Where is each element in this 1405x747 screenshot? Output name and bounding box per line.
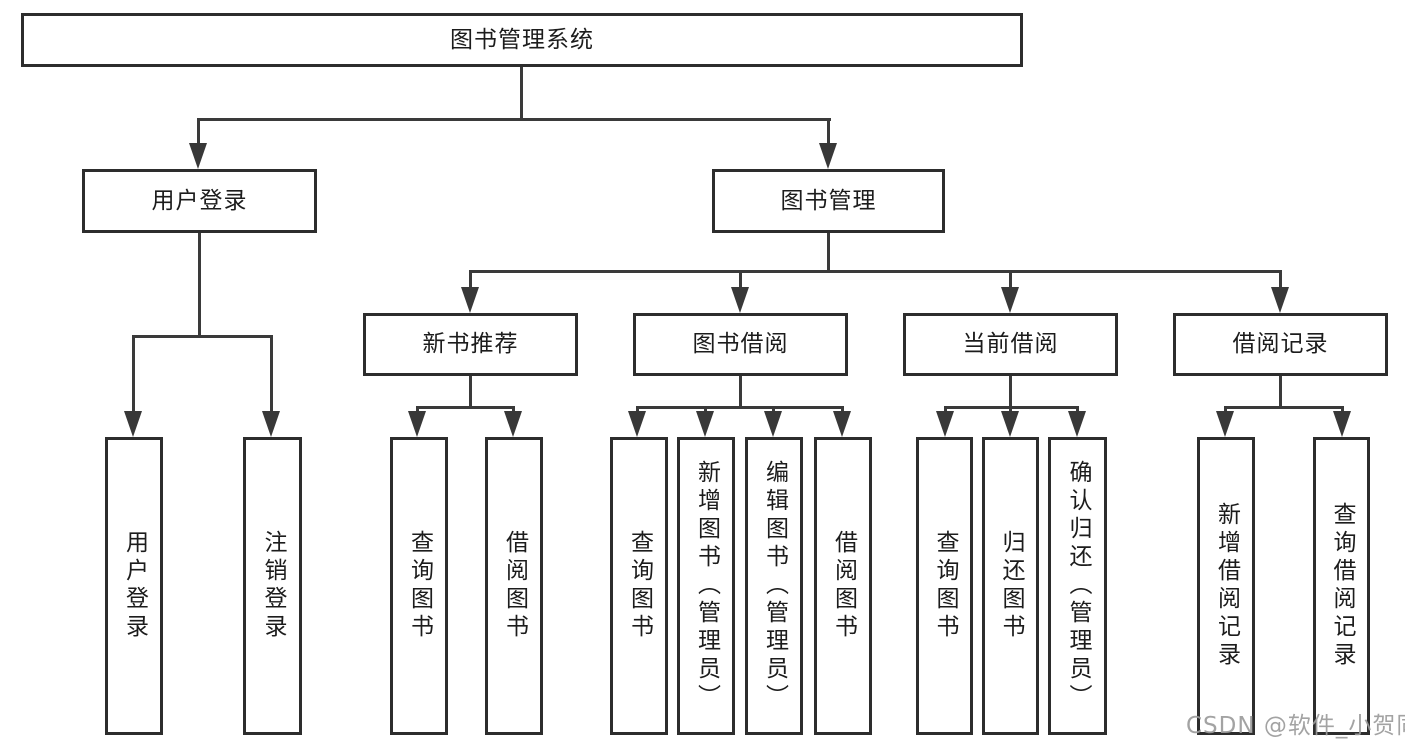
leaf-br-query-borrow-record-label: 查询借阅记录 (1329, 502, 1355, 670)
arrow-down-icon (936, 411, 954, 437)
node-root: 图书管理系统 (21, 13, 1023, 67)
node-book-borrow: 图书借阅 (633, 313, 848, 376)
node-current-borrow-label: 当前借阅 (962, 331, 1059, 357)
connector-line (1076, 406, 1079, 415)
connector-line (827, 118, 830, 145)
arrow-down-icon (408, 411, 426, 437)
connector-line (416, 406, 515, 409)
arrow-down-icon (1001, 287, 1019, 313)
node-root-label: 图书管理系统 (450, 26, 594, 53)
connector-line (270, 335, 273, 415)
connector-line (469, 270, 472, 290)
leaf-user-login-label: 用户登录 (121, 530, 148, 642)
leaf-bb-borrow-books: 借阅图书 (814, 437, 872, 735)
connector-line (512, 406, 515, 415)
connector-line (197, 118, 200, 145)
node-user-login-label: 用户登录 (151, 187, 248, 214)
connector-line (132, 335, 135, 415)
arrow-down-icon (1271, 287, 1289, 313)
arrow-down-icon (1001, 411, 1019, 437)
leaf-bb-borrow-books-label: 借阅图书 (830, 530, 857, 642)
leaf-bb-edit-books-admin: 编辑图书（管理员） (745, 437, 803, 735)
arrow-down-icon (696, 411, 714, 437)
leaf-user-login: 用户登录 (105, 437, 163, 735)
connector-line (739, 270, 742, 290)
leaf-cb-return-books-label: 归还图书 (998, 530, 1024, 642)
arrow-down-icon (262, 411, 280, 437)
arrow-down-icon (504, 411, 522, 437)
leaf-logout-label: 注销登录 (260, 530, 286, 642)
leaf-nbr-query-books: 查询图书 (390, 437, 448, 735)
arrow-down-icon (731, 287, 749, 313)
connector-line (197, 118, 831, 121)
node-user-login: 用户登录 (82, 169, 317, 233)
leaf-bb-edit-books-admin-label: 编辑图书（管理员） (761, 460, 788, 712)
connector-line (469, 270, 1282, 273)
connector-line (1009, 376, 1012, 409)
leaf-nbr-query-books-label: 查询图书 (406, 530, 433, 642)
leaf-cb-query-books-label: 查询图书 (932, 530, 958, 642)
leaf-logout: 注销登录 (243, 437, 302, 735)
connector-line (772, 406, 775, 415)
connector-line (1009, 406, 1012, 415)
connector-line (827, 233, 830, 273)
leaf-bb-add-books-admin: 新增图书（管理员） (677, 437, 735, 735)
connector-line (636, 406, 639, 415)
node-book-management: 图书管理 (712, 169, 945, 233)
arrow-down-icon (1216, 411, 1234, 437)
connector-line (739, 376, 742, 409)
leaf-bb-query-books: 查询图书 (610, 437, 668, 735)
connector-line (1341, 406, 1344, 415)
arrow-down-icon (461, 287, 479, 313)
arrow-down-icon (628, 411, 646, 437)
leaf-br-query-borrow-record: 查询借阅记录 (1313, 437, 1370, 735)
leaf-nbr-borrow-books: 借阅图书 (485, 437, 543, 735)
node-book-management-label: 图书管理 (780, 187, 877, 214)
connector-line (1279, 270, 1282, 290)
connector-line (704, 406, 707, 415)
csdn-watermark: CSDN @软件_小贺同学 (1186, 713, 1405, 739)
arrow-down-icon (1333, 411, 1351, 437)
connector-line (416, 406, 419, 415)
leaf-br-add-borrow-record-label: 新增借阅记录 (1213, 502, 1240, 670)
arrow-down-icon (124, 411, 142, 437)
connector-line (1224, 406, 1344, 409)
leaf-cb-return-books: 归还图书 (982, 437, 1039, 735)
leaf-bb-query-books-label: 查询图书 (626, 530, 653, 642)
connector-line (1224, 406, 1227, 415)
connector-line (198, 233, 201, 338)
node-borrow-records-label: 借阅记录 (1232, 331, 1329, 357)
node-new-book-recommend-label: 新书推荐 (422, 331, 519, 357)
connector-line (944, 406, 947, 415)
arrow-down-icon (833, 411, 851, 437)
connector-line (841, 406, 844, 415)
leaf-bb-add-books-admin-label: 新增图书（管理员） (693, 460, 720, 712)
connector-line (1279, 376, 1282, 409)
connector-line (636, 406, 844, 409)
node-borrow-records: 借阅记录 (1173, 313, 1388, 376)
leaf-nbr-borrow-books-label: 借阅图书 (501, 530, 528, 642)
node-new-book-recommend: 新书推荐 (363, 313, 578, 376)
arrow-down-icon (189, 143, 207, 169)
connector-line (520, 67, 523, 121)
node-current-borrow: 当前借阅 (903, 313, 1118, 376)
leaf-cb-confirm-return-admin: 确认归还（管理员） (1048, 437, 1107, 735)
leaf-cb-query-books: 查询图书 (916, 437, 973, 735)
connector-line (469, 376, 472, 409)
arrow-down-icon (1068, 411, 1086, 437)
connector-line (1009, 270, 1012, 290)
arrow-down-icon (764, 411, 782, 437)
node-book-borrow-label: 图书借阅 (692, 331, 789, 357)
leaf-cb-confirm-return-admin-label: 确认归还（管理员） (1065, 460, 1091, 712)
leaf-br-add-borrow-record: 新增借阅记录 (1197, 437, 1255, 735)
arrow-down-icon (819, 143, 837, 169)
connector-line (132, 335, 273, 338)
